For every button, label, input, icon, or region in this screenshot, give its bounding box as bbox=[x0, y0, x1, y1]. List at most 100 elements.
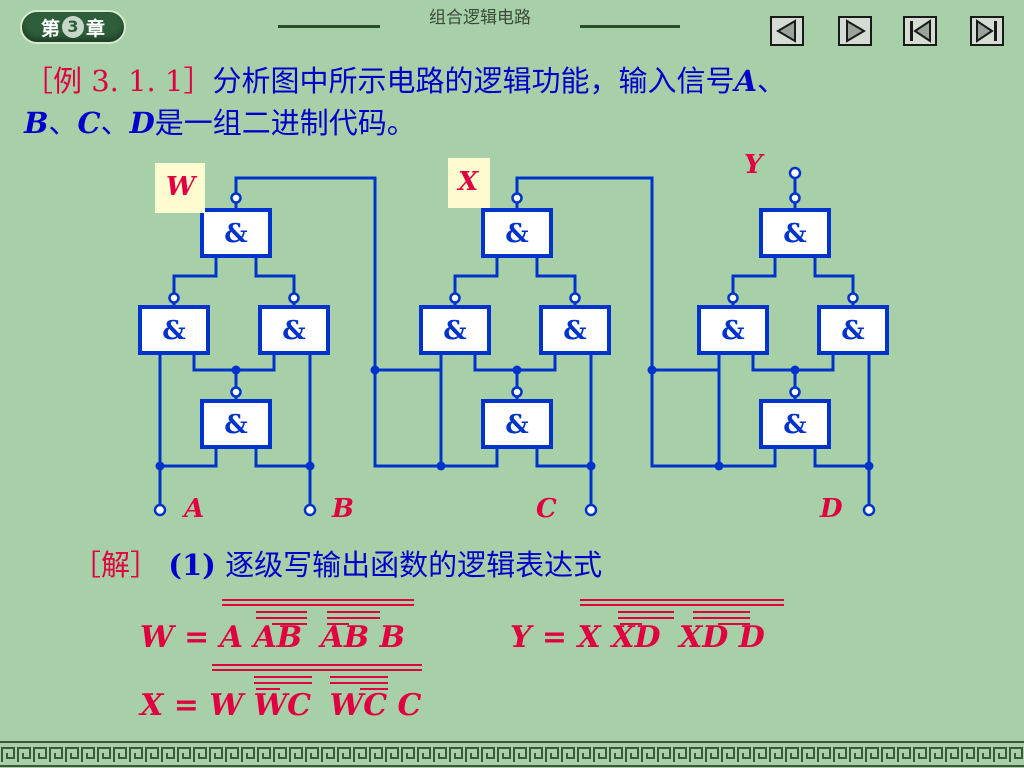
next-slide-button[interactable] bbox=[838, 16, 872, 46]
inversion-bubble bbox=[168, 292, 180, 304]
key-motif bbox=[337, 747, 351, 762]
key-motif bbox=[81, 747, 95, 762]
wire bbox=[535, 447, 591, 468]
circuit-wires bbox=[158, 176, 871, 505]
nand-gate-top-w-symbol: & bbox=[224, 219, 247, 249]
key-motif bbox=[721, 747, 735, 762]
nand-gate-right-x bbox=[539, 305, 611, 355]
key-motif bbox=[369, 747, 383, 762]
wire bbox=[719, 447, 777, 468]
nand-gate-left-w bbox=[138, 305, 210, 355]
wire bbox=[813, 256, 855, 307]
skip-to-last-icon bbox=[976, 19, 997, 43]
key-motif bbox=[385, 747, 399, 762]
terminal bbox=[788, 166, 802, 180]
key-motif bbox=[705, 747, 719, 762]
nand-gate-bottom-x-symbol: & bbox=[505, 410, 528, 440]
triangle-right-icon bbox=[846, 19, 866, 43]
w-expr-t2: AB bbox=[253, 620, 303, 655]
wire bbox=[254, 447, 310, 468]
wire bbox=[441, 447, 499, 468]
junction-dot bbox=[231, 365, 241, 375]
key-motif bbox=[209, 747, 223, 762]
key-motif bbox=[833, 747, 847, 762]
key-motif bbox=[225, 747, 239, 762]
nand-gate-right-w bbox=[258, 305, 330, 355]
wire bbox=[453, 256, 499, 307]
key-motif bbox=[481, 747, 495, 762]
nand-gate-left-y-symbol: & bbox=[721, 316, 744, 346]
inversion-bubble bbox=[288, 292, 300, 304]
input-label-d: D bbox=[820, 494, 843, 524]
last-slide-button[interactable] bbox=[970, 16, 1004, 46]
overbars bbox=[212, 599, 784, 690]
y-expr-t1: X bbox=[577, 620, 601, 655]
key-motif bbox=[497, 747, 511, 762]
problem-statement: ［例 3. 1. 1］分析图中所示电路的逻辑功能，输入信号A、 B、C、D是一组… bbox=[24, 60, 1014, 144]
nand-gate-left-x bbox=[419, 305, 491, 355]
var-a: A bbox=[734, 64, 757, 98]
junction-dot bbox=[586, 461, 596, 471]
key-motif bbox=[65, 747, 79, 762]
nand-gate-top-x bbox=[481, 208, 553, 258]
key-motif bbox=[305, 747, 319, 762]
terminal bbox=[862, 503, 876, 517]
wire bbox=[234, 176, 441, 468]
wire bbox=[254, 256, 296, 307]
nand-gate-right-y bbox=[817, 305, 889, 355]
key-motif bbox=[561, 747, 575, 762]
key-motif bbox=[145, 747, 159, 762]
x-expr-t4: C bbox=[397, 688, 422, 723]
key-motif bbox=[577, 747, 591, 762]
inversion-bubble bbox=[511, 386, 523, 398]
w-expr-t3: AB bbox=[320, 620, 370, 655]
wire bbox=[535, 256, 577, 307]
key-motif bbox=[161, 747, 175, 762]
inversion-bubble bbox=[569, 292, 581, 304]
key-motif bbox=[1009, 747, 1023, 762]
key-motif bbox=[945, 747, 959, 762]
circuit-gates: &&&&&&&&&&&& bbox=[138, 192, 889, 449]
sep-1: 、 bbox=[756, 64, 786, 98]
w-expr-t1: A bbox=[219, 620, 244, 655]
solution-step: (1) bbox=[168, 548, 216, 582]
x-expr-lhs: X bbox=[140, 688, 164, 723]
nand-circuit-diagram: &&&&&&&&&&&& bbox=[138, 166, 889, 517]
key-motif bbox=[593, 747, 607, 762]
terminal bbox=[153, 503, 167, 517]
chapter-number: 3 bbox=[62, 16, 84, 38]
key-motif bbox=[609, 747, 623, 762]
solution-step-text: 逐级写输出函数的逻辑表达式 bbox=[225, 548, 603, 582]
chapter-badge-prefix: 第 bbox=[40, 17, 60, 40]
key-motif bbox=[1, 747, 15, 762]
x-expr-t3: WC bbox=[329, 688, 388, 723]
key-motif bbox=[449, 747, 463, 762]
wire bbox=[160, 447, 218, 468]
key-motif bbox=[465, 747, 479, 762]
key-motif bbox=[913, 747, 927, 762]
input-label-b: B bbox=[332, 494, 354, 524]
key-motif bbox=[993, 747, 1007, 762]
terminal bbox=[584, 503, 598, 517]
key-motif bbox=[849, 747, 863, 762]
x-expr-eq: = bbox=[173, 688, 199, 723]
first-slide-button[interactable] bbox=[903, 16, 937, 46]
inversion-bubble bbox=[230, 192, 242, 204]
skip-to-first-icon bbox=[910, 19, 931, 43]
terminal bbox=[303, 503, 317, 517]
previous-slide-button[interactable] bbox=[770, 16, 804, 46]
inversion-bubble bbox=[727, 292, 739, 304]
junction-dot bbox=[305, 461, 315, 471]
key-motif bbox=[785, 747, 799, 762]
nand-gate-top-w bbox=[200, 208, 272, 258]
key-motif bbox=[657, 747, 671, 762]
inversion-bubble bbox=[511, 192, 523, 204]
junction-dot bbox=[714, 461, 724, 471]
wire bbox=[172, 256, 218, 307]
key-motif bbox=[433, 747, 447, 762]
chapter-badge-suffix: 章 bbox=[86, 17, 106, 40]
w-expr-t4: B bbox=[379, 620, 406, 655]
input-label-c: C bbox=[536, 494, 557, 524]
wire bbox=[813, 447, 869, 468]
x-expression: X = W WC WC C bbox=[140, 688, 421, 723]
